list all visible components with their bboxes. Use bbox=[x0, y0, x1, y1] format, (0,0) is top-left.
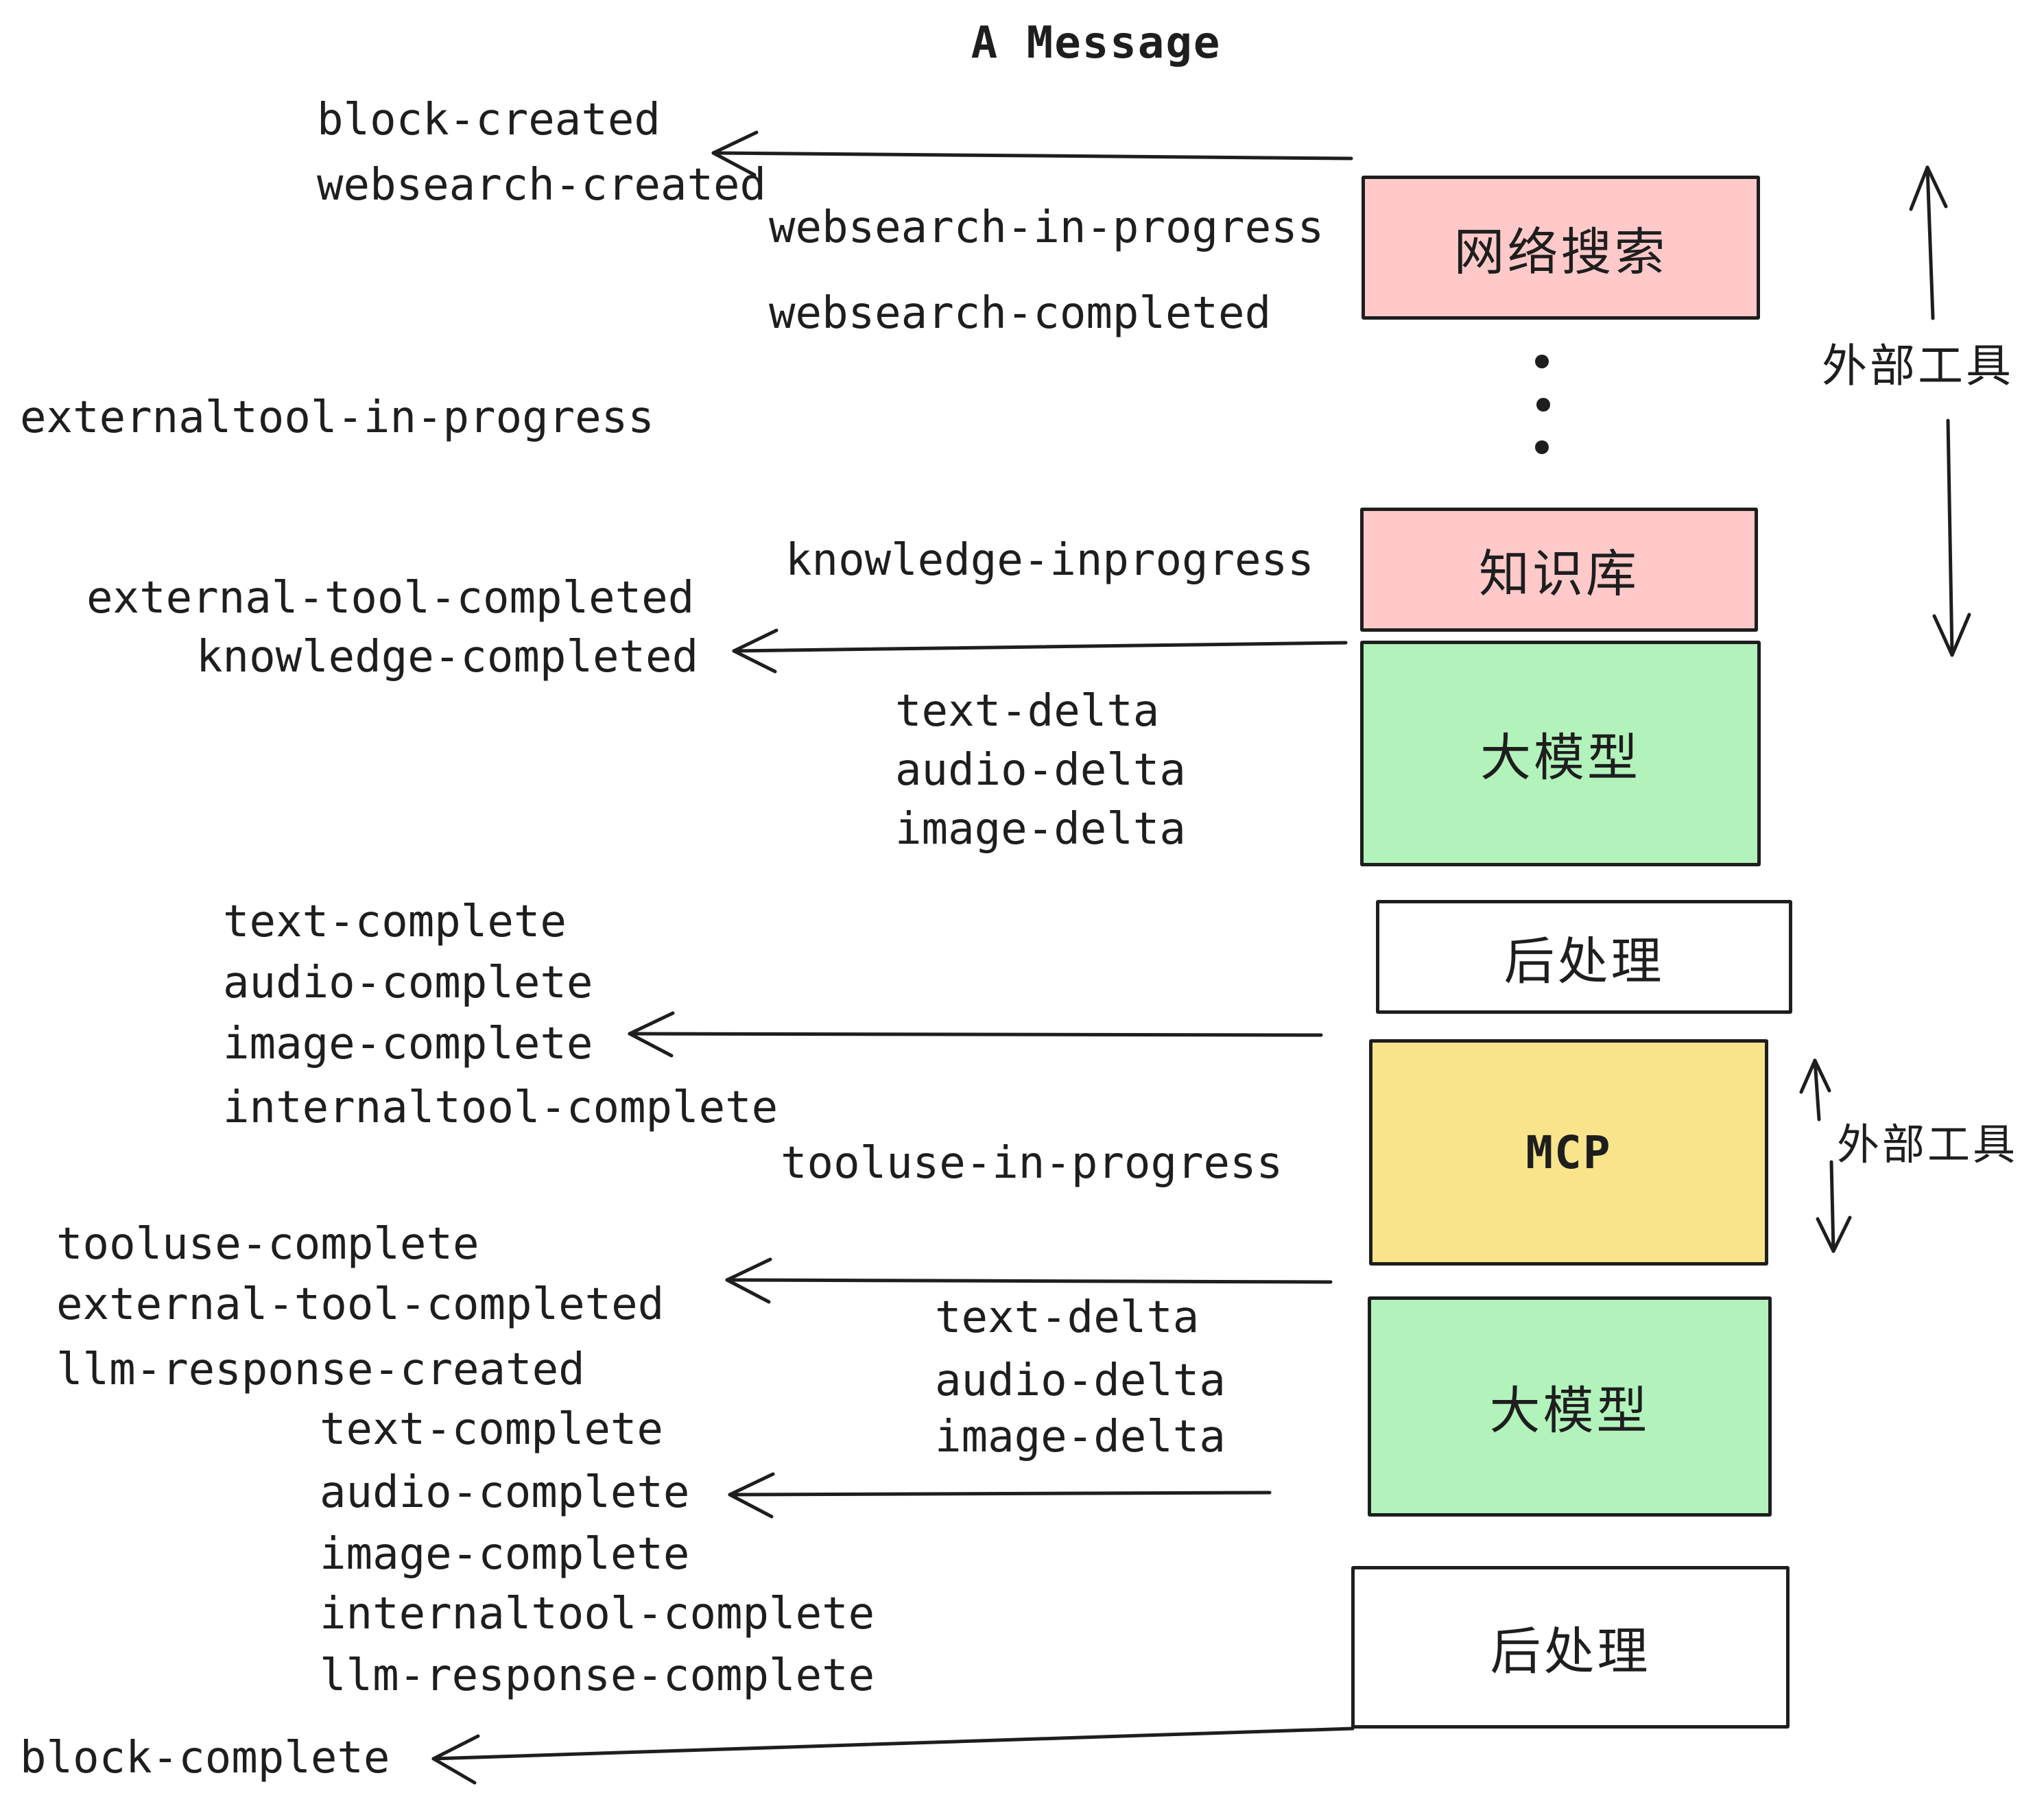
ellipsis-dots bbox=[1535, 355, 1550, 454]
event-label-tooluse-complete: tooluse-complete bbox=[56, 1219, 479, 1270]
event-label-internaltool-complete-2: internaltool-complete bbox=[320, 1589, 875, 1639]
event-label-audio-delta-2: audio-delta bbox=[935, 1355, 1226, 1406]
box-postprocess-1-label: 后处理 bbox=[1504, 932, 1665, 990]
box-postprocess-1: 后处理 bbox=[1376, 900, 1792, 1014]
event-label-text-delta-1: text-delta bbox=[895, 686, 1160, 737]
event-label-block-created: block-created bbox=[317, 95, 661, 145]
event-label-external-tool-completed-2: external-tool-completed bbox=[56, 1279, 665, 1330]
event-label-image-complete-2: image-complete bbox=[320, 1529, 690, 1580]
event-label-block-complete: block-complete bbox=[20, 1733, 390, 1783]
box-postprocess-2: 后处理 bbox=[1351, 1566, 1790, 1729]
box-mcp: MCP bbox=[1369, 1039, 1768, 1266]
event-label-knowledge-completed: knowledge-completed bbox=[196, 632, 699, 683]
box-knowledge-label: 知识库 bbox=[1479, 545, 1639, 602]
external-tool-arrow-up-bottom bbox=[1799, 1058, 1831, 1121]
event-label-text-delta-2: text-delta bbox=[935, 1292, 1200, 1343]
event-label-text-complete-1: text-complete bbox=[223, 897, 567, 947]
event-label-text-complete-2: text-complete bbox=[320, 1404, 663, 1455]
box-llm-2-label: 大模型 bbox=[1489, 1382, 1650, 1439]
event-label-external-tool-completed-1: external-tool-completed bbox=[86, 573, 695, 624]
arrow-to-image-complete bbox=[628, 1011, 1323, 1058]
external-tool-label-top: 外部工具 bbox=[1822, 340, 2014, 391]
event-label-audio-complete-2: audio-complete bbox=[320, 1467, 690, 1518]
event-label-image-complete-1: image-complete bbox=[223, 1019, 593, 1069]
external-tool-label-bottom: 外部工具 bbox=[1837, 1121, 2019, 1169]
box-llm-1: 大模型 bbox=[1360, 641, 1761, 866]
diagram-title: A Message bbox=[971, 18, 1222, 69]
arrow-to-block-complete bbox=[431, 1726, 1355, 1785]
arrow-to-knowledge-completed bbox=[732, 628, 1348, 674]
box-websearch-label: 网络搜索 bbox=[1453, 223, 1668, 281]
box-postprocess-2-label: 后处理 bbox=[1490, 1623, 1651, 1680]
event-label-audio-delta-1: audio-delta bbox=[895, 745, 1186, 796]
arrow-to-audio-complete bbox=[728, 1472, 1272, 1519]
box-llm-1-label: 大模型 bbox=[1480, 729, 1641, 786]
event-label-image-delta-1: image-delta bbox=[895, 804, 1186, 855]
arrow-to-block-created bbox=[711, 130, 1353, 177]
event-label-websearch-created: websearch-created bbox=[317, 160, 767, 211]
event-label-websearch-in-progress: websearch-in-progress bbox=[769, 202, 1324, 253]
event-label-knowledge-inprogress: knowledge-inprogress bbox=[785, 535, 1314, 586]
external-tool-arrow-up-top bbox=[1909, 165, 1948, 320]
external-tool-arrow-down-top bbox=[1932, 418, 1971, 657]
event-label-image-delta-2: image-delta bbox=[935, 1412, 1226, 1462]
event-label-websearch-completed: websearch-completed bbox=[769, 288, 1272, 339]
event-label-tooluse-in-progress: tooluse-in-progress bbox=[781, 1138, 1283, 1189]
box-websearch: 网络搜索 bbox=[1362, 176, 1760, 320]
box-knowledge: 知识库 bbox=[1360, 508, 1758, 632]
event-label-llm-response-complete: llm-response-complete bbox=[320, 1650, 875, 1701]
event-label-llm-response-created: llm-response-created bbox=[56, 1344, 585, 1395]
event-label-externaltool-in-progress: externaltool-in-progress bbox=[20, 392, 654, 443]
arrow-to-tooluse-complete bbox=[725, 1257, 1333, 1304]
external-tool-arrow-down-bottom bbox=[1816, 1160, 1852, 1253]
event-label-audio-complete-1: audio-complete bbox=[223, 958, 593, 1008]
event-label-internaltool-complete-1: internaltool-complete bbox=[223, 1082, 779, 1133]
box-llm-2: 大模型 bbox=[1368, 1296, 1772, 1517]
box-mcp-label: MCP bbox=[1525, 1126, 1612, 1179]
